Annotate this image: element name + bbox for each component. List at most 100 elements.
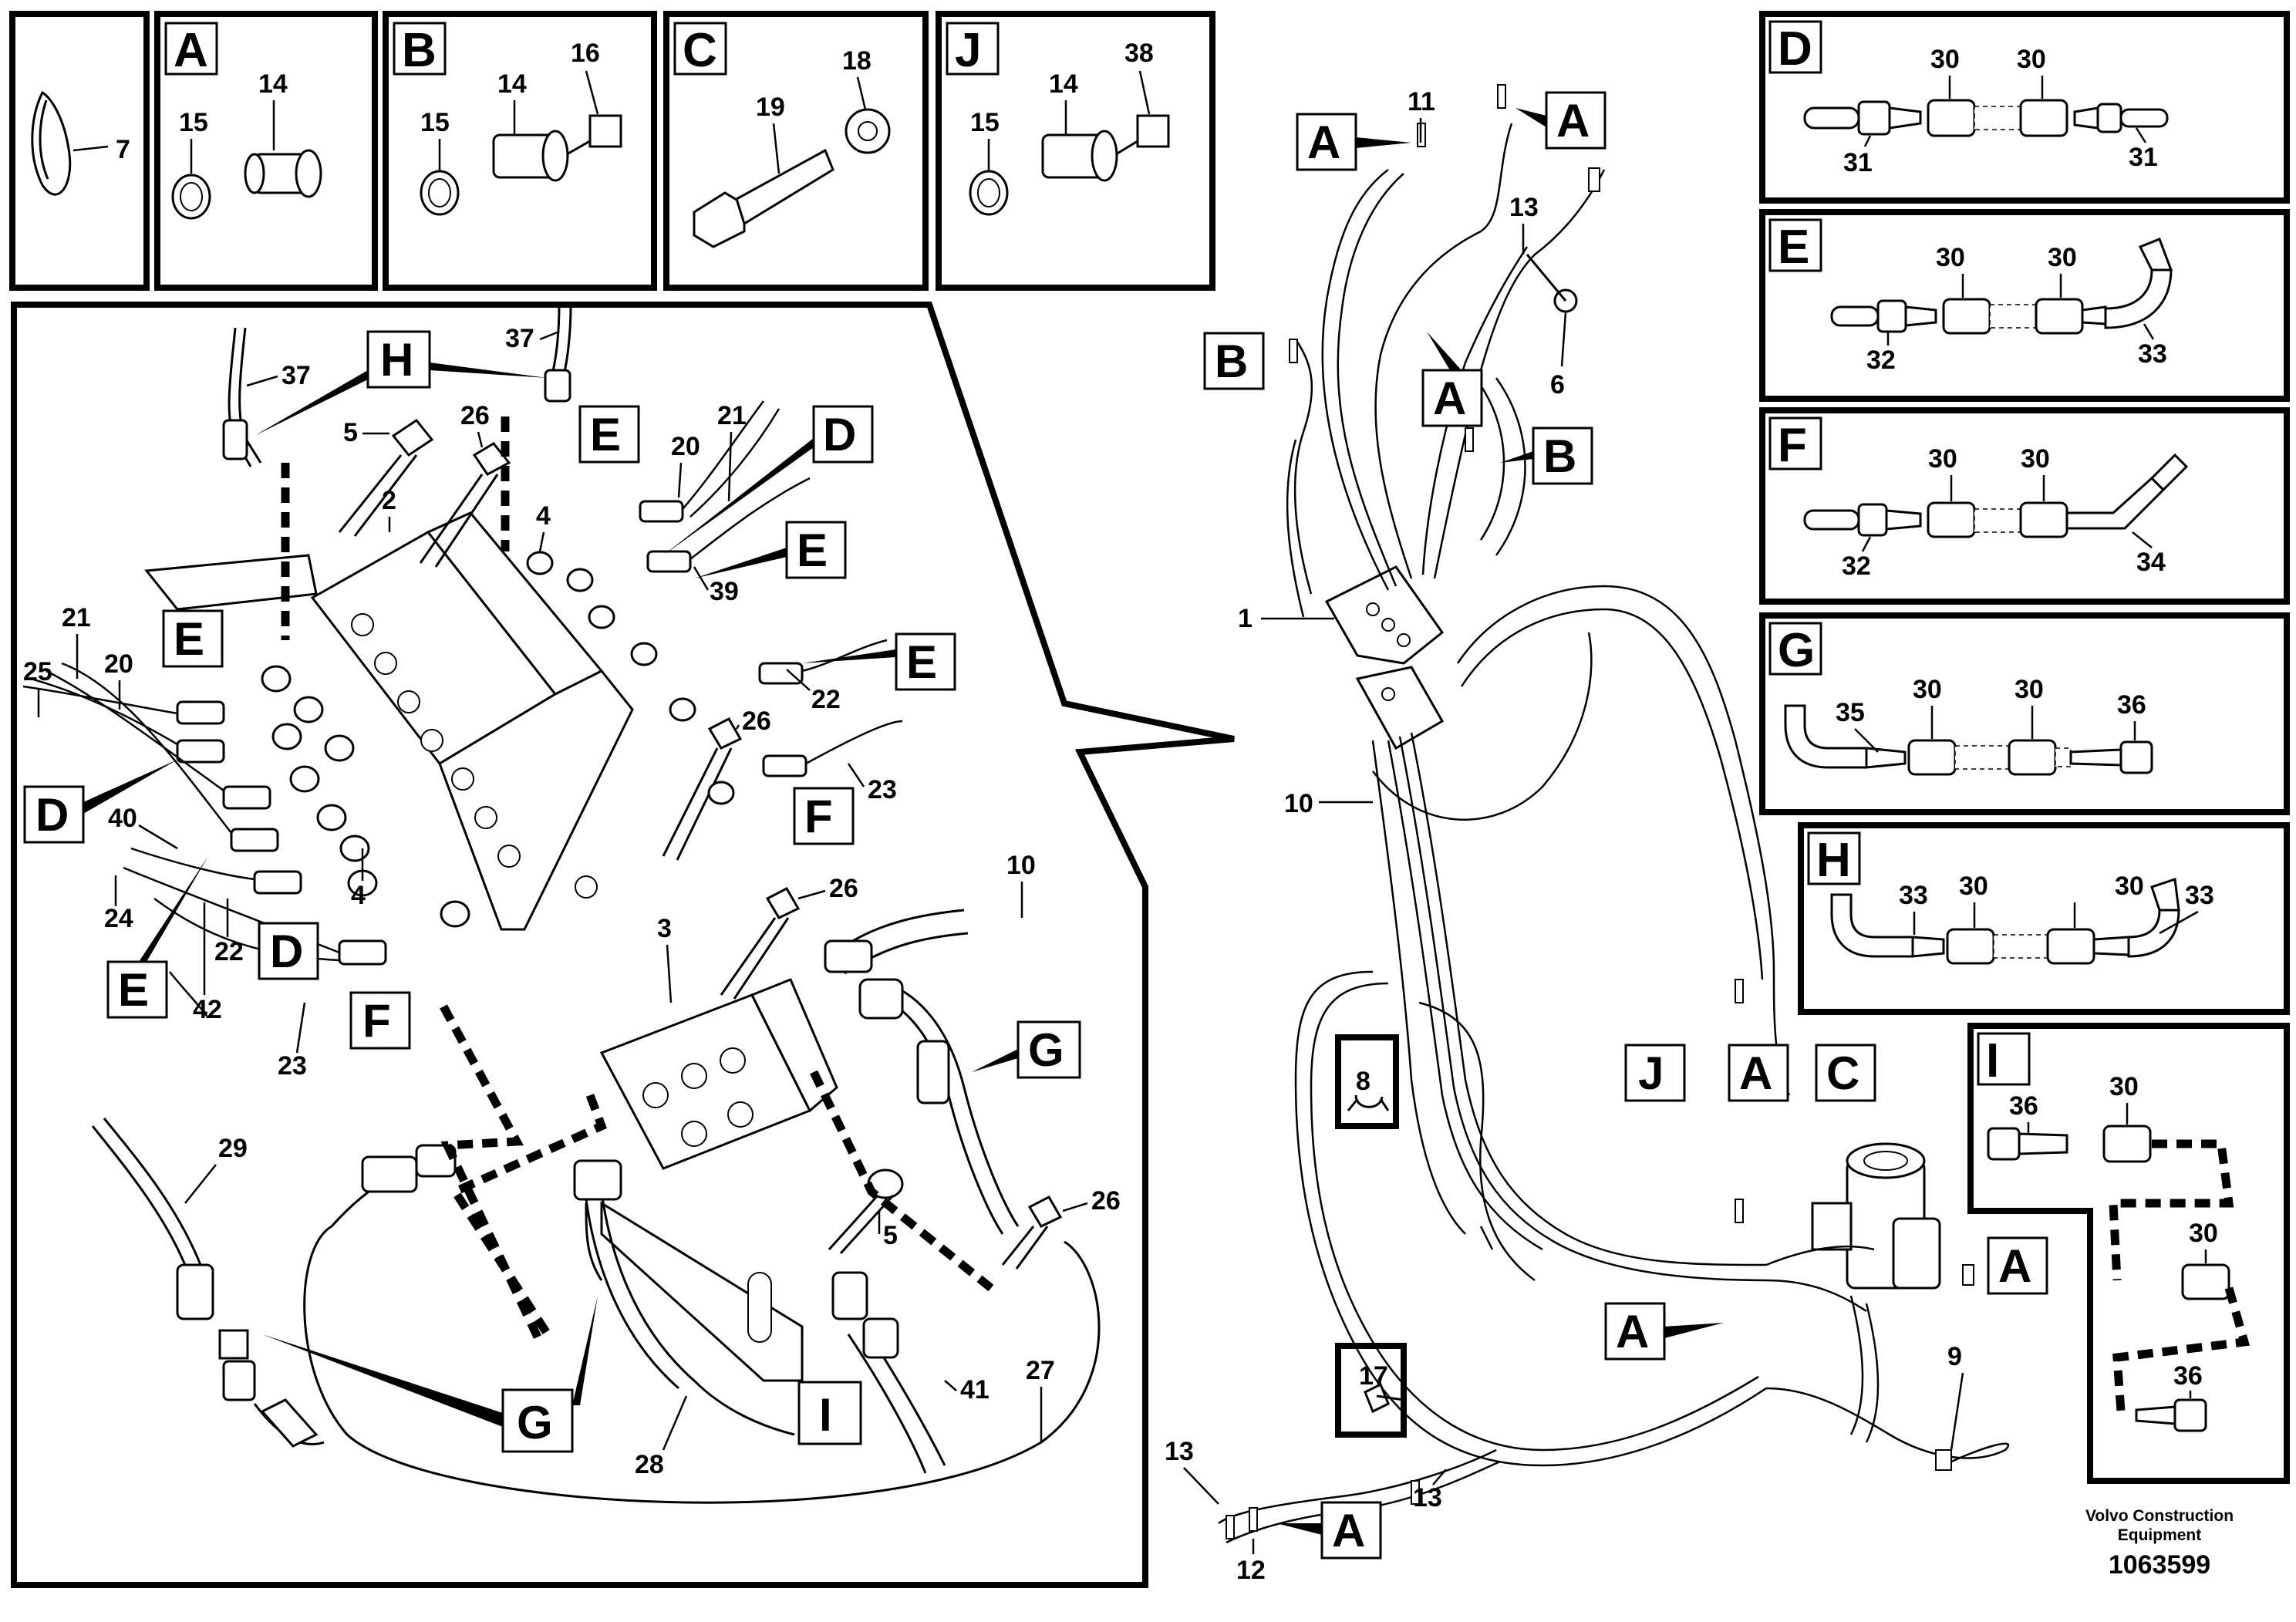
label-i-36a: 36 [2009,1091,2038,1121]
route-label-13c: 13 [1413,1483,1442,1512]
panel-letter-i: I [1986,1034,1999,1088]
panel-letter-a: A [174,24,208,77]
label-d-30a: 30 [1930,45,1960,74]
overall-routing-diagram [1218,84,2010,1544]
label-g-30b: 30 [2014,675,2044,704]
label-23a: 23 [868,775,897,804]
bolt-26-upper [419,442,511,568]
label-21a: 21 [717,401,747,430]
route-label-12: 12 [1236,1556,1266,1585]
label-21b: 21 [62,603,91,632]
route-label-8: 8 [1356,1067,1371,1096]
label-3: 3 [657,914,672,943]
callout-h: H [380,334,413,386]
label-39: 39 [710,577,739,606]
label-h-33b: 33 [2185,881,2214,910]
routing-letter-callouts: A A B A B J A C A A A [1203,91,2048,1560]
panel-letter-h: H [1816,834,1851,887]
right-fittings [526,500,807,805]
detail-panel-h: H 33 30 30 33 [1798,822,2290,1015]
callout-g-1: G [1028,1024,1064,1076]
bolt-26-lower [1001,1195,1063,1270]
label-5b: 5 [883,1221,898,1250]
callout-e-5: E [118,964,149,1016]
detail-panel-a: A 15 14 [154,11,378,291]
label-a-14: 14 [258,69,288,99]
label-j-14: 14 [1049,69,1078,99]
label-22b: 22 [214,937,244,966]
label-10a: 10 [1006,851,1036,880]
panel-letter-f: F [1778,419,1807,472]
label-c-19: 19 [756,93,785,122]
label-e-30a: 30 [1936,243,1965,272]
bolt-17-inset [1335,1343,1407,1438]
valve-block-2 [310,511,634,931]
panel-letter-b: B [402,24,437,77]
route-callout-a-1: A [1307,116,1340,168]
label-d-30b: 30 [2017,45,2046,74]
panel-letter-c: C [683,24,717,77]
route-callout-a-4: A [1739,1047,1772,1099]
label-29: 29 [218,1134,248,1163]
route-callout-a-2: A [1556,95,1590,147]
left-fittings [176,665,470,966]
panel-letter-j: J [955,24,981,77]
document-number: 1063599 [2109,1550,2210,1580]
label-e-30b: 30 [2048,243,2077,272]
detail-panel-j: J 15 14 38 [936,11,1215,291]
detail-panel-b: B 15 14 16 [383,11,657,291]
callout-e-1: E [590,409,621,460]
label-4b: 4 [351,881,366,910]
route-callout-b-1: B [1215,336,1248,387]
route-label-9: 9 [1947,1342,1962,1371]
bolt-5-upper [338,418,434,537]
route-callout-a-5: A [1998,1240,2031,1292]
label-g-35: 35 [1836,698,1865,727]
label-j-38: 38 [1124,39,1154,68]
detail-panel-7: 7 [9,11,150,291]
callout-d-3: D [270,926,303,977]
label-26c: 26 [829,874,858,903]
panel-letter-e: E [1778,221,1809,274]
route-label-13b: 13 [1165,1437,1194,1466]
label-5a: 5 [343,418,358,447]
route-callout-c: C [1826,1047,1859,1099]
label-e-33: 33 [2138,339,2167,369]
label-37b: 37 [282,361,311,390]
label-j-15: 15 [970,108,1000,137]
detail-panel-g: G 35 30 30 36 [1759,612,2290,815]
label-28: 28 [635,1450,664,1479]
detail-panel-f: F 30 30 32 34 [1759,407,2290,605]
callout-e-2: E [797,524,828,576]
bolt-26-mid [662,717,743,861]
label-i-30b: 30 [2189,1219,2218,1248]
label-f-30a: 30 [1928,444,1957,474]
route-callout-a-7: A [1332,1505,1365,1556]
label-42: 42 [193,995,222,1024]
brand-line-1: Volvo Construction [2085,1507,2234,1525]
label-b-16: 16 [571,39,600,68]
label-c-18: 18 [842,46,872,76]
label-7: 7 [116,135,130,164]
label-f-34: 34 [2136,548,2166,577]
right-hose-bundle [682,400,903,765]
label-h-30a: 30 [1959,872,1988,901]
label-h-30b: 30 [2115,872,2144,901]
panel-letter-g: G [1778,624,1815,677]
route-label-13a: 13 [1509,193,1539,222]
tank-housing [1811,1142,1941,1290]
label-i-36b: 36 [2173,1361,2203,1391]
label-f-32: 32 [1842,551,1871,581]
label-b-14: 14 [497,69,527,99]
label-26b: 26 [742,706,771,736]
label-27: 27 [1026,1356,1055,1385]
route-label-17: 17 [1359,1361,1388,1391]
clamp-8-inset [1335,1034,1399,1129]
detail-panel-e: E 30 30 32 33 [1759,209,2290,402]
label-25: 25 [23,657,52,686]
label-24: 24 [104,904,133,933]
route-label-10: 10 [1284,789,1313,818]
label-4a: 4 [536,501,551,531]
main-panel-number-labels: 37 37 5 26 20 21 2 4 39 21 20 25 22 26 2… [23,324,1121,1479]
route-label-1: 1 [1238,604,1253,633]
